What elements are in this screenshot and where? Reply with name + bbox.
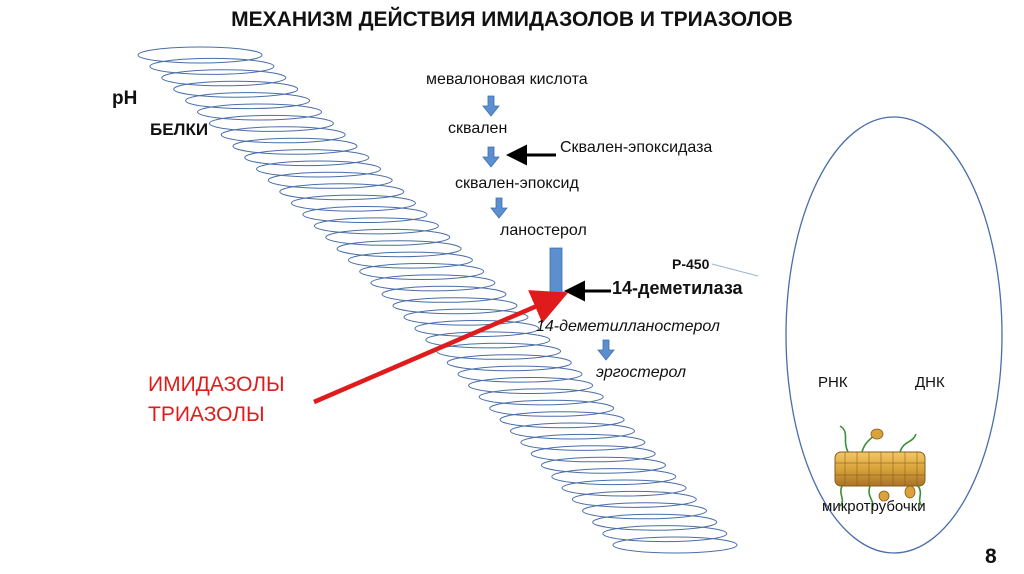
membrane-coil-loop xyxy=(499,411,625,429)
membrane-coil-loop xyxy=(336,240,462,258)
membrane-coil-loop xyxy=(510,422,635,440)
p450-pointer-line xyxy=(711,263,759,277)
membrane-coil-loop xyxy=(457,365,583,383)
membrane-coil-loop xyxy=(602,525,728,543)
step-squalene-epoxide: сквален-эпоксид xyxy=(455,175,579,192)
membrane-coil-loop xyxy=(208,114,334,132)
membrane-coil-loop xyxy=(392,297,518,315)
slide-title: МЕХАНИЗМ ДЕЙСТВИЯ ИМИДАЗОЛОВ И ТРИАЗОЛОВ xyxy=(231,8,793,31)
membrane-coil-loop xyxy=(381,285,507,303)
drug-triazoles: ТРИАЗОЛЫ xyxy=(148,403,265,426)
membrane-coil-loop xyxy=(137,46,263,64)
membrane-coil-loop xyxy=(197,103,322,121)
drug-target-arrow xyxy=(313,290,569,405)
membrane-coil-loop xyxy=(185,92,311,110)
membrane-coil-loop xyxy=(551,468,677,486)
membrane-coil-loop xyxy=(541,456,666,474)
membrane-coil-loop xyxy=(489,399,615,417)
step-squalene: сквален xyxy=(448,120,508,137)
ph-label: рН xyxy=(112,88,138,109)
membrane-coil-loop xyxy=(446,354,572,372)
microtubules-label: микротрубочки xyxy=(822,498,926,515)
enzyme-squalene-epoxidase: Сквален-эпоксидаза xyxy=(560,139,713,156)
membrane-coil-loop xyxy=(468,377,594,394)
membrane-coil-loop xyxy=(149,57,275,75)
step-lanosterol: ланостерол xyxy=(500,222,587,239)
membrane-coil-loop xyxy=(290,194,416,212)
membrane-coil-loop xyxy=(244,149,370,167)
membrane-coil-loop xyxy=(561,479,687,497)
membrane-coil-loop xyxy=(347,251,473,269)
membrane-coil-loop xyxy=(520,433,646,451)
fungal-cell-outline xyxy=(785,116,1003,554)
membrane-coil xyxy=(137,46,738,554)
membrane-coil-loop xyxy=(279,183,405,201)
membrane-coil-loop xyxy=(313,217,439,235)
enzyme-14-demethylase: 14-деметилаза xyxy=(612,278,743,298)
membrane-coil-loop xyxy=(530,445,656,463)
proteins-label: БЕЛКИ xyxy=(150,120,209,139)
drug-imidazoles: ИМИДАЗОЛЫ xyxy=(148,373,285,396)
membrane-coil-loop xyxy=(425,331,551,349)
membrane-coil-loop xyxy=(571,490,697,508)
membrane-coil-loop xyxy=(612,536,738,554)
membrane-coil-loop xyxy=(370,274,496,292)
membrane-coil-loop xyxy=(436,342,562,360)
pathway-arrow-1 xyxy=(482,95,500,117)
membrane-coil-loop xyxy=(325,228,451,246)
drug-classes: ИМИДАЗОЛЫ ТРИАЗОЛЫ xyxy=(148,370,285,430)
page-number: 8 xyxy=(985,545,997,568)
microtubule-illustration xyxy=(834,425,926,511)
membrane-coil-loop xyxy=(232,137,358,155)
membrane-coil-loop xyxy=(267,171,393,189)
pathway-arrow-5 xyxy=(597,339,615,361)
pathway-arrow-2 xyxy=(482,146,500,168)
membrane-coil-loop xyxy=(478,388,604,406)
dna-label: ДНК xyxy=(915,374,945,391)
rna-label: РНК xyxy=(818,374,848,391)
pathway-arrow-3 xyxy=(490,197,508,219)
membrane-coil-loop xyxy=(161,69,287,87)
p450-label: Р-450 xyxy=(672,256,710,272)
membrane-coil-loop xyxy=(173,80,299,98)
membrane-coil-loop xyxy=(582,502,707,520)
membrane-coil-loop xyxy=(220,126,346,144)
membrane-coil-loop xyxy=(414,320,540,337)
step-14-demethyllanosterol: 14-деметилланостерол xyxy=(536,318,720,335)
step-ergosterol: эргостерол xyxy=(596,364,687,381)
membrane-coil-loop xyxy=(256,160,381,178)
membrane-coil-loop xyxy=(592,513,718,531)
membrane-coil-loop xyxy=(302,206,428,223)
membrane-coil-loop xyxy=(403,308,529,326)
step-mevalonic-acid: мевалоновая кислота xyxy=(426,71,588,88)
membrane-coil-loop xyxy=(359,263,485,280)
